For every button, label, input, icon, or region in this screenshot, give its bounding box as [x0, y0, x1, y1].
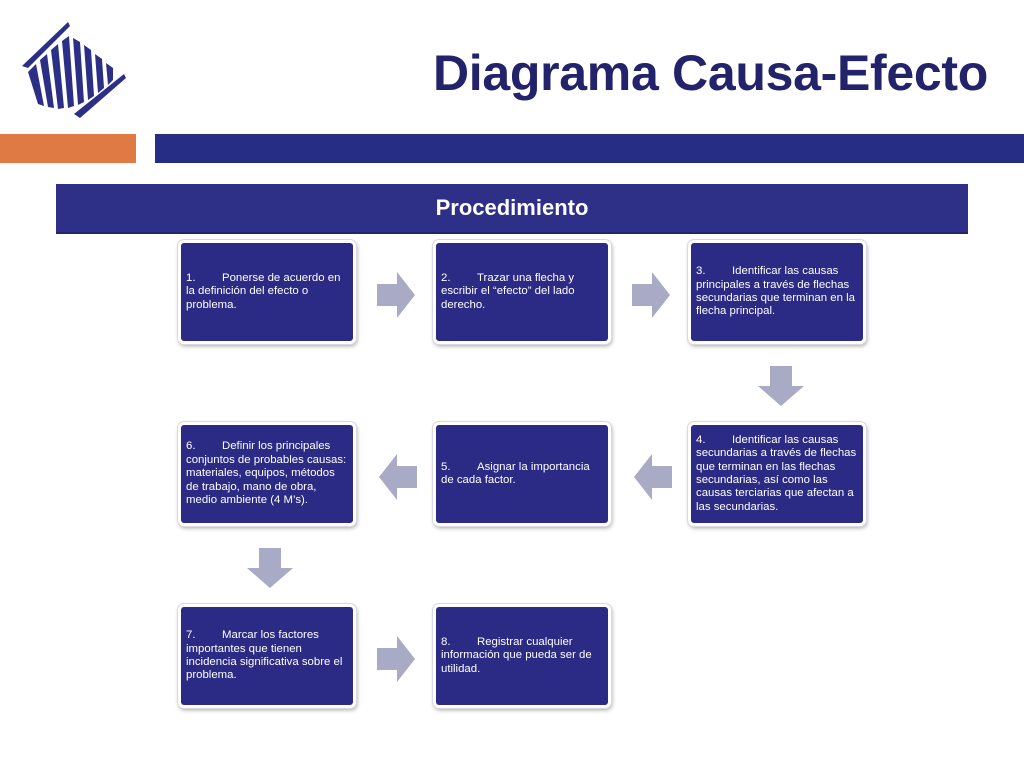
- step-description: Definir los principales conjuntos de pro…: [186, 440, 347, 507]
- step-text-3: 3.Identificar las causas principales a t…: [696, 265, 858, 319]
- step-number: 4.: [696, 433, 706, 446]
- arrow-right-icon: [632, 272, 670, 318]
- step-box-5: 5.Asignar la importancia de cada factor.: [433, 422, 611, 526]
- step-description: Identificar las causas secundarias a tra…: [696, 433, 857, 513]
- step-description: Registrar cualquier información que pued…: [441, 635, 592, 675]
- orange-accent-bar: [0, 134, 136, 163]
- procedure-banner-label: Procedimiento: [435, 195, 589, 220]
- procedure-banner: Procedimiento: [56, 184, 968, 234]
- step-description: Identificar las causas principales a tra…: [696, 265, 855, 318]
- arrow-down-icon: [758, 366, 804, 406]
- step-text-7: 7.Marcar los factores importantes que ti…: [186, 629, 348, 683]
- arrow-left-icon: [634, 454, 672, 500]
- stylized-wave-logo-icon: [20, 22, 126, 118]
- step-number: 5.: [441, 460, 451, 473]
- arrow-right-icon: [377, 272, 415, 318]
- step-text-8: 8.Registrar cualquier información que pu…: [441, 636, 603, 676]
- step-box-6: 6.Definir los principales conjuntos de p…: [178, 422, 356, 526]
- step-text-6: 6.Definir los principales conjuntos de p…: [186, 440, 348, 507]
- step-box-8: 8.Registrar cualquier información que pu…: [433, 604, 611, 708]
- step-text-4: 4.Identificar las causas secundarias a t…: [696, 434, 858, 514]
- arrow-down-icon: [247, 548, 293, 588]
- step-number: 8.: [441, 635, 451, 648]
- step-box-4: 4.Identificar las causas secundarias a t…: [688, 422, 866, 526]
- step-number: 6.: [186, 440, 196, 453]
- step-text-1: 1.Ponerse de acuerdo en la definición de…: [186, 272, 348, 312]
- step-number: 2.: [441, 271, 451, 284]
- step-number: 1.: [186, 271, 196, 284]
- step-description: Trazar una flecha y escribir el “efecto”…: [441, 271, 575, 311]
- page-title: Diagrama Causa-Efecto: [432, 45, 988, 101]
- step-description: Marcar los factores importantes que tien…: [186, 629, 343, 682]
- step-text-5: 5.Asignar la importancia de cada factor.: [441, 461, 603, 488]
- step-box-2: 2.Trazar una flecha y escribir el “efect…: [433, 240, 611, 344]
- step-number: 7.: [186, 629, 196, 642]
- step-description: Asignar la importancia de cada factor.: [441, 460, 590, 486]
- step-number: 3.: [696, 265, 706, 278]
- arrow-left-icon: [379, 454, 417, 500]
- step-description: Ponerse de acuerdo en la definición del …: [186, 271, 341, 311]
- step-box-1: 1.Ponerse de acuerdo en la definición de…: [178, 240, 356, 344]
- step-text-2: 2.Trazar una flecha y escribir el “efect…: [441, 272, 603, 312]
- arrow-right-icon: [377, 636, 415, 682]
- step-box-3: 3.Identificar las causas principales a t…: [688, 240, 866, 344]
- navy-divider-bar: [155, 134, 1024, 163]
- step-box-7: 7.Marcar los factores importantes que ti…: [178, 604, 356, 708]
